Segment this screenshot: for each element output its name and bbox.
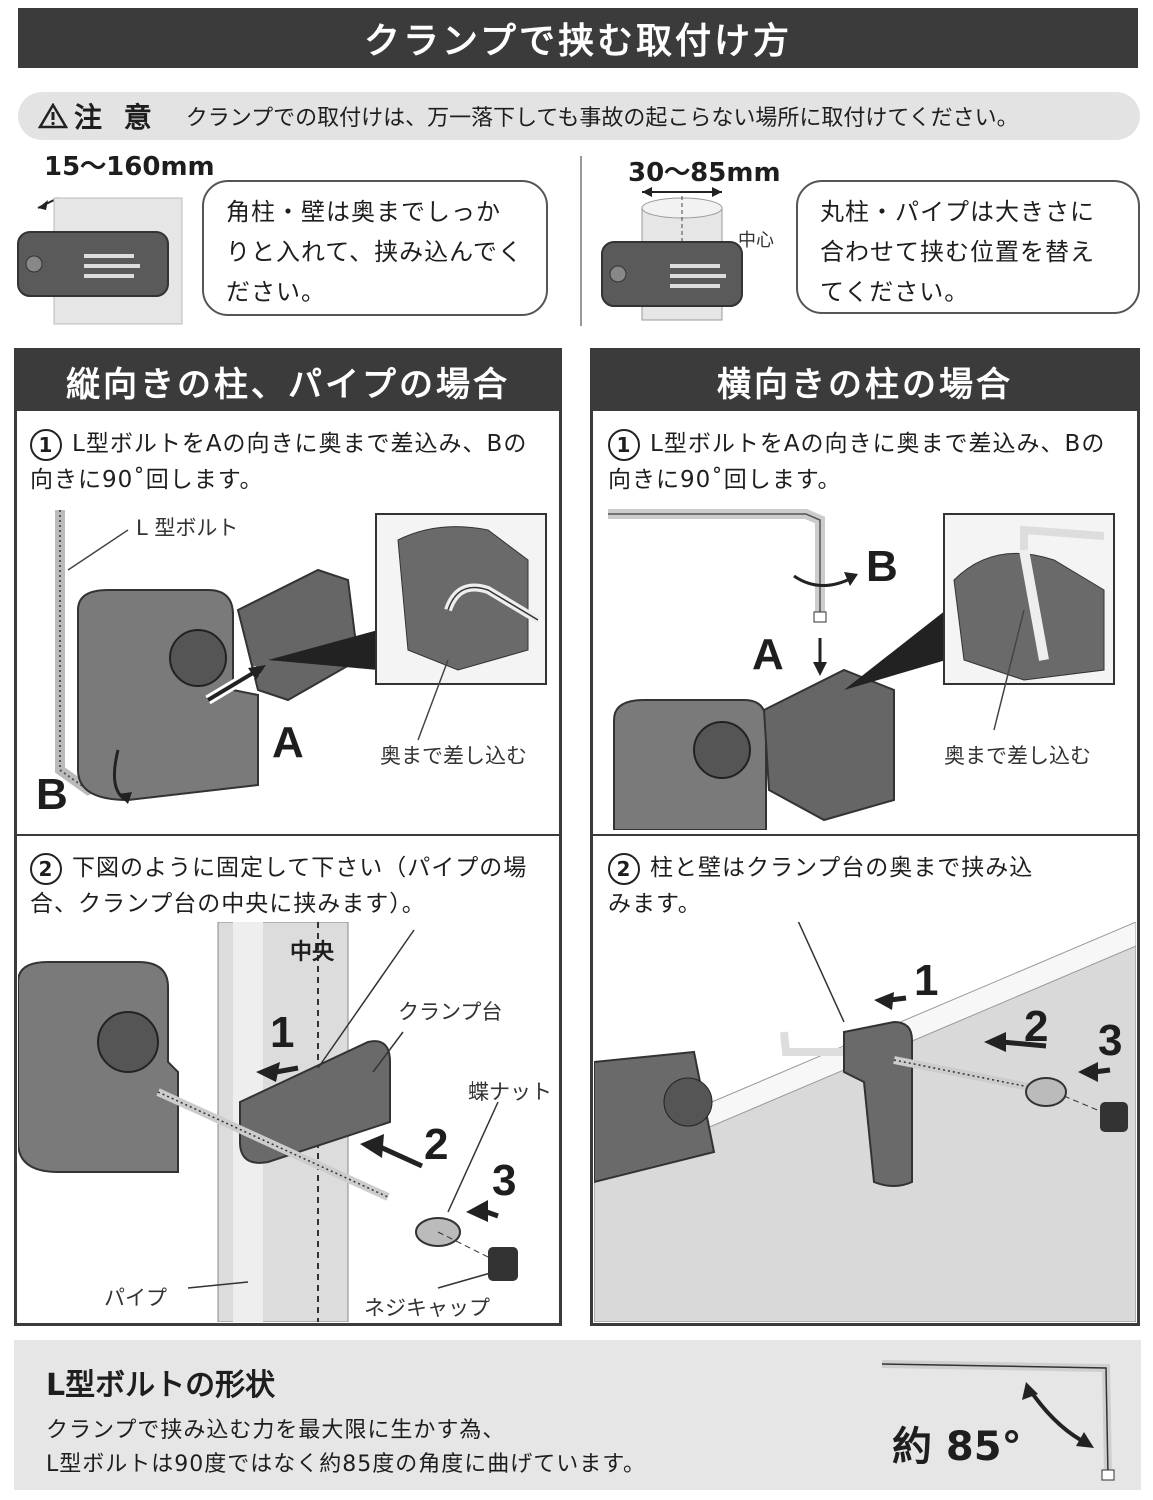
- round-pipe-illustration: [601, 187, 743, 321]
- vertical-step1-instruction: L型ボルトをAの向きに奥まで差込み、Bの向きに90˚回します。: [30, 431, 528, 493]
- square-column-illustration: [17, 197, 183, 325]
- bolt-shape-line2: L型ボルトは90度ではなく約85度の角度に曲げています。: [46, 1452, 647, 1477]
- page-title: クランプで挟む取付け方: [18, 8, 1138, 68]
- vertical-step-3-marker: 3: [492, 1156, 517, 1205]
- vertical-step-2-marker: 2: [424, 1120, 449, 1169]
- horizontal-step-2-marker: 2: [1024, 1002, 1049, 1051]
- horizontal-step-1-marker: 1: [914, 956, 939, 1005]
- center-label: 中心: [738, 230, 774, 251]
- horizontal-step1-illustration: [608, 509, 1115, 830]
- step-number-1: 1: [30, 428, 62, 461]
- vertical-arrow-b-label: B: [36, 770, 68, 819]
- clamp-base-label: クランプ台: [398, 1000, 503, 1024]
- round-dimension: 30〜85mm: [628, 158, 781, 188]
- vertical-step2-instruction: 下図のように固定して下さい（パイプの場合、クランプ台の中央に挟みます）。: [30, 855, 528, 917]
- square-column-note: 角柱・壁は奥までしっかりと入れて、挟み込んでください。: [202, 180, 548, 316]
- horizontal-step-3-marker: 3: [1098, 1016, 1123, 1065]
- center-mark-label: 中央: [290, 940, 335, 965]
- caution-heading: 注 意: [38, 96, 158, 136]
- vertical-step-1-marker: 1: [270, 1008, 295, 1057]
- step-number-2: 2: [30, 852, 62, 885]
- caution-label: 注 意: [74, 101, 158, 134]
- bolt-shape-title: L型ボルトの形状: [46, 1368, 276, 1403]
- horizontal-step1-instruction: L型ボルトをAの向きに奥まで差込み、Bの向きに90˚回します。: [608, 431, 1106, 493]
- vertical-arrow-a-label: A: [272, 718, 304, 767]
- horizontal-step2-illustration: [594, 922, 1136, 1322]
- wing-nut-label: 蝶ナット: [468, 1080, 552, 1104]
- horizontal-arrow-b-label: B: [866, 542, 898, 591]
- round-pipe-note: 丸柱・パイプは大きさに合わせて挟む位置を替えてください。: [796, 180, 1140, 314]
- bolt-angle-illustration: [881, 1360, 1115, 1481]
- vertical-step1-illustration: [55, 510, 547, 804]
- horizontal-insert-label: 奥まで差し込む: [944, 744, 1091, 768]
- vertical-step-divider: [14, 834, 562, 836]
- divider: [580, 156, 582, 326]
- l-bolt-label: L 型ボルト: [136, 516, 239, 540]
- caution-banner: 注 意 クランプでの取付けは、万一落下しても事故の起こらない場所に取付けてくださ…: [18, 92, 1140, 140]
- step-number-2: 2: [608, 852, 640, 885]
- vertical-panel-title: 縦向きの柱、パイプの場合: [17, 351, 559, 411]
- warning-icon: [38, 103, 68, 129]
- horizontal-step-divider: [590, 834, 1140, 836]
- horizontal-step2-instruction: 柱と壁はクランプ台の奥まで挟み込みます。: [608, 855, 1034, 917]
- pipe-label: パイプ: [104, 1286, 167, 1310]
- vertical-step2-illustration: [18, 922, 518, 1322]
- horizontal-arrow-a-label: A: [752, 630, 784, 679]
- horizontal-panel-title: 横向きの柱の場合: [593, 351, 1137, 411]
- step-number-1: 1: [608, 428, 640, 461]
- caution-text: クランプでの取付けは、万一落下しても事故の起こらない場所に取付けてください。: [185, 106, 1019, 131]
- vertical-insert-label: 奥まで差し込む: [380, 744, 527, 768]
- screw-cap-label: ネジキャップ: [364, 1296, 490, 1320]
- bolt-shape-line1: クランプで挟み込む力を最大限に生かす為、: [46, 1418, 506, 1443]
- angle-label: 約 85°: [892, 1424, 1022, 1470]
- square-dimension: 15〜160mm: [44, 152, 215, 182]
